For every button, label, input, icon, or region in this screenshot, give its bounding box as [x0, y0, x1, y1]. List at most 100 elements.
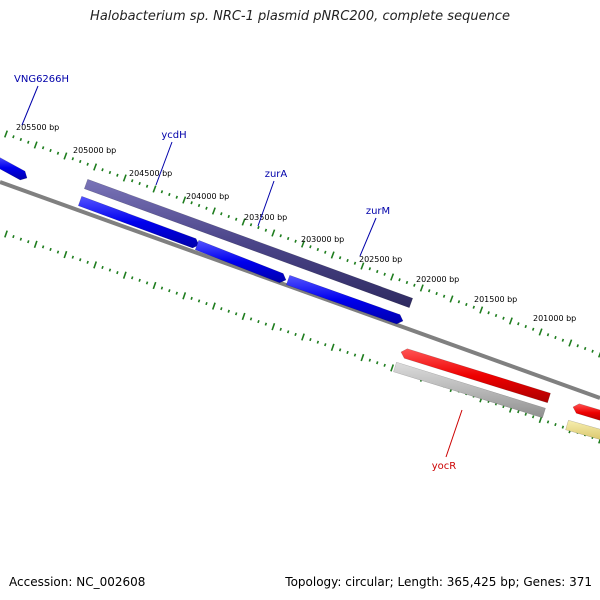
outer-tick-mark — [271, 229, 276, 237]
outer-tick-mark — [524, 324, 527, 329]
misc-feature-bar — [565, 419, 600, 440]
inner-tick-mark — [101, 265, 104, 270]
outer-tick-mark — [175, 195, 179, 199]
topology-summary: Topology: circular; Length: 365,425 bp; … — [285, 575, 592, 589]
outer-tick-mark — [568, 339, 573, 347]
inner-tick-mark — [33, 240, 38, 248]
outer-tick-mark — [398, 278, 401, 282]
outer-tick-mark — [264, 228, 268, 232]
inner-tick-mark — [383, 363, 386, 367]
inner-tick-mark — [122, 271, 127, 279]
outer-tick-mark — [71, 157, 75, 161]
outer-tick-mark — [257, 225, 260, 230]
inner-tick-mark — [234, 312, 238, 316]
outer-tick-mark — [360, 262, 365, 270]
inner-tick-mark — [227, 309, 230, 313]
plasmid-backbone — [0, 180, 600, 400]
outer-tick-mark — [3, 130, 9, 138]
outer-tick-mark — [63, 152, 68, 160]
scale-label: 203500 bp — [244, 213, 287, 222]
inner-tick-mark — [41, 245, 45, 249]
outer-tick-mark — [12, 135, 15, 139]
outer-tick-mark — [286, 236, 290, 241]
inner-tick-mark — [561, 425, 565, 429]
outer-tick-mark — [546, 333, 550, 337]
outer-tick-mark — [205, 206, 208, 210]
outer-tick-mark — [472, 305, 476, 309]
inner-tick-mark — [131, 276, 134, 280]
gene-label-zurM: zurM — [366, 206, 390, 217]
inner-tick-mark — [554, 422, 557, 427]
inner-tick-mark — [524, 412, 527, 416]
scale-label: 202500 bp — [359, 255, 402, 264]
outer-tick-track — [3, 130, 600, 358]
inner-tick-mark — [286, 330, 290, 334]
inner-tick-mark — [390, 364, 395, 372]
inner-tick-mark — [338, 348, 342, 352]
outer-tick-mark — [419, 284, 424, 292]
inner-tick-mark — [19, 237, 23, 241]
scale-label: 202000 bp — [416, 275, 459, 284]
gene-label-leader — [257, 180, 275, 227]
gene-label-leader — [155, 141, 173, 186]
inner-tick-mark — [517, 410, 520, 414]
outer-tick-mark — [465, 302, 468, 307]
gene-label-zurA: zurA — [265, 169, 288, 180]
inner-tick-mark — [330, 343, 335, 351]
gene-arrow-VNG6266H — [0, 157, 28, 181]
outer-tick-mark — [300, 240, 306, 248]
outer-tick-mark — [442, 294, 446, 298]
inner-tick-mark — [190, 296, 193, 300]
inner-tick-mark — [368, 358, 372, 362]
inner-tick-mark — [152, 281, 157, 290]
outer-tick-mark — [531, 327, 535, 331]
scale-label: 201500 bp — [474, 295, 517, 304]
outer-tick-mark — [597, 351, 600, 358]
inner-tick-mark — [257, 319, 260, 324]
inner-tick-mark — [241, 312, 246, 321]
outer-tick-mark — [330, 251, 335, 259]
gene-label-yocR: yocR — [432, 461, 457, 472]
scale-label: 204000 bp — [186, 192, 229, 201]
inner-tick-mark — [86, 260, 89, 264]
inner-tick-mark — [301, 333, 305, 341]
gene-arrow-reverse-edge — [572, 403, 600, 421]
inner-tick-mark — [294, 332, 297, 337]
gene-label-ycdH: ycdH — [161, 130, 186, 141]
scale-label: 205500 bp — [16, 123, 59, 132]
map-title: Halobacterium sp. NRC-1 plasmid pNRC200,… — [90, 9, 510, 24]
outer-tick-mark — [383, 272, 386, 276]
outer-tick-mark — [561, 338, 565, 342]
outer-tick-mark — [508, 317, 513, 325]
outer-tick-mark — [152, 185, 157, 193]
outer-tick-mark — [241, 218, 246, 226]
outer-tick-mark — [449, 295, 454, 303]
outer-tick-mark — [168, 192, 171, 197]
outer-tick-mark — [101, 168, 104, 172]
inner-tick-mark — [205, 301, 208, 306]
inner-tick-mark — [360, 353, 365, 362]
inner-tick-mark — [546, 420, 550, 424]
inner-tick-mark — [79, 258, 82, 262]
outer-tick-mark — [427, 289, 431, 293]
inner-tick-mark — [353, 353, 357, 357]
inner-tick-mark — [4, 230, 8, 238]
gene-label-leader — [359, 217, 377, 257]
outer-tick-mark — [160, 190, 164, 194]
inner-tick-mark — [56, 250, 60, 254]
outer-tick-mark — [368, 267, 372, 271]
inner-tick-mark — [93, 261, 98, 269]
inner-tick-mark — [27, 240, 30, 244]
inner-tick-mark — [249, 317, 253, 321]
inner-tick-mark — [145, 281, 149, 285]
outer-tick-mark — [390, 273, 395, 281]
scale-label: 204500 bp — [129, 169, 172, 178]
outer-tick-mark — [517, 322, 520, 326]
gene-label-leader — [21, 85, 39, 126]
inner-tick-mark — [12, 234, 15, 239]
inner-tick-mark — [309, 337, 312, 342]
inner-tick-mark — [598, 437, 600, 444]
outer-tick-mark — [413, 283, 416, 287]
outer-tick-mark — [211, 207, 216, 215]
